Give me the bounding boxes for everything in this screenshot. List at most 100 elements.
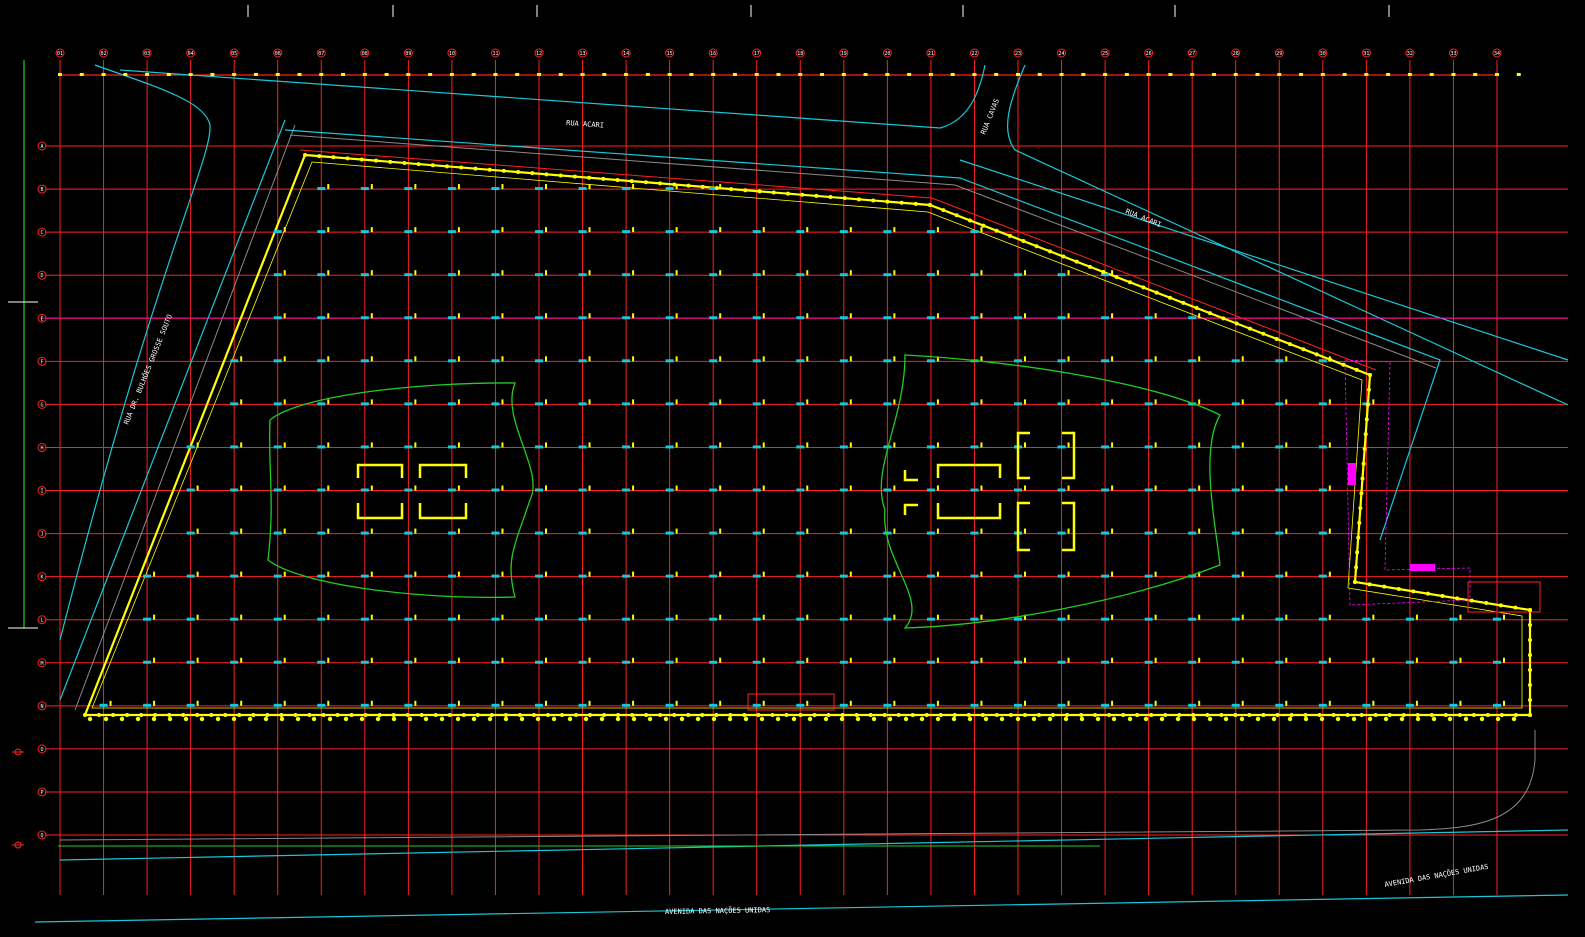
grid-column-label: 15 — [667, 51, 673, 57]
pile-marker — [622, 445, 631, 449]
perimeter-pile — [630, 713, 635, 717]
perimeter-pile — [644, 713, 649, 717]
top-tick — [1037, 73, 1042, 76]
pile-marker — [491, 402, 500, 406]
perimeter-pile — [1107, 713, 1112, 717]
pile-tag — [632, 614, 635, 620]
pile-marker — [186, 531, 195, 535]
top-tick — [1190, 73, 1195, 76]
pile-tag — [327, 485, 330, 491]
perimeter-pile — [327, 716, 333, 722]
pile-tag — [1285, 700, 1288, 706]
pile-tag — [327, 442, 330, 448]
top-tick — [1211, 73, 1216, 76]
pile-tag — [1024, 571, 1026, 577]
pile-marker — [622, 574, 631, 578]
pile-tag — [414, 184, 417, 190]
pile-marker — [1231, 531, 1240, 535]
grid-column-label: 11 — [492, 51, 498, 57]
pile-marker — [839, 488, 848, 492]
perimeter-pile — [1359, 491, 1364, 496]
pile-tag — [719, 399, 722, 405]
pile-marker — [535, 445, 543, 449]
grid-bubble-row: K — [37, 572, 47, 582]
pile-tag — [1372, 657, 1375, 663]
perimeter-pile — [167, 716, 173, 722]
pile-marker — [447, 531, 456, 535]
pile-tag — [893, 657, 896, 663]
perimeter-pile — [1191, 716, 1197, 722]
pile-tag — [675, 528, 678, 534]
pile-marker — [186, 574, 195, 578]
perimeter-pile — [785, 191, 790, 196]
pile-marker — [317, 359, 326, 363]
pile-marker — [622, 230, 631, 234]
pile-tag — [1459, 614, 1462, 620]
top-tick — [1429, 73, 1434, 76]
pile-marker — [1057, 273, 1066, 277]
pile-marker — [578, 488, 587, 492]
pile-tag — [153, 614, 156, 620]
pile-tag — [1198, 614, 1201, 620]
top-tick — [471, 73, 476, 76]
pile-tag — [806, 270, 809, 276]
top-tick — [1233, 73, 1238, 76]
perimeter-pile — [887, 716, 893, 722]
top-tick — [362, 73, 367, 76]
pile-marker — [665, 402, 674, 406]
pile-marker — [404, 574, 413, 578]
pile-tag — [1285, 571, 1288, 577]
perimeter-pile — [941, 208, 946, 213]
grid-row-label: F — [40, 359, 43, 365]
pile-tag — [1503, 700, 1505, 706]
pile-marker — [926, 402, 935, 406]
pile-marker — [447, 617, 456, 621]
pile-tag — [588, 184, 591, 190]
pile-marker — [578, 445, 587, 449]
pile-tag — [414, 356, 417, 362]
pile-tag — [1024, 700, 1026, 706]
magenta-zone — [1344, 359, 1471, 606]
circle-marker-icon — [665, 48, 675, 58]
perimeter-pile — [1048, 249, 1052, 254]
perimeter-pile — [980, 713, 985, 717]
perimeter-pile — [503, 716, 509, 722]
ellipse-zones — [267, 354, 1221, 629]
circle-marker-icon — [37, 356, 47, 366]
pile-tag — [414, 399, 417, 405]
pile-marker — [491, 574, 500, 578]
grid-bubble-col: 34 — [1492, 48, 1502, 58]
circle-marker-icon — [621, 48, 631, 58]
pile-marker — [1449, 660, 1458, 664]
pile-tag — [936, 528, 939, 534]
perimeter-pile — [388, 159, 393, 164]
perimeter-pile — [447, 713, 452, 717]
pile-tag — [980, 399, 983, 405]
pile-marker — [535, 402, 543, 406]
grid-bubble-col: 05 — [229, 48, 239, 58]
pile-tag — [414, 571, 417, 577]
perimeter-pile — [1345, 713, 1350, 717]
perimeter-pile — [1047, 716, 1053, 722]
pile-marker — [273, 531, 282, 535]
pile-marker — [709, 617, 718, 621]
grid-column-label: 28 — [1233, 51, 1239, 57]
pile-marker — [1101, 445, 1110, 449]
pile-marker — [1014, 703, 1022, 707]
perimeter-pile — [1383, 716, 1389, 722]
perimeter-pile — [658, 181, 663, 186]
pile-marker — [622, 488, 631, 492]
perimeter-pile — [999, 716, 1005, 722]
pile-tag — [414, 614, 417, 620]
pile-tag — [196, 442, 199, 448]
perimeter-pile — [181, 713, 186, 717]
perimeter-pile — [545, 713, 550, 717]
pile-tag — [1285, 442, 1288, 448]
magenta-block — [1410, 564, 1435, 571]
pile-marker — [578, 531, 587, 535]
pile-marker — [1014, 316, 1022, 320]
pile-tag — [1111, 485, 1114, 491]
perimeter-pile — [459, 165, 464, 170]
grid-row-label: J — [40, 532, 43, 538]
